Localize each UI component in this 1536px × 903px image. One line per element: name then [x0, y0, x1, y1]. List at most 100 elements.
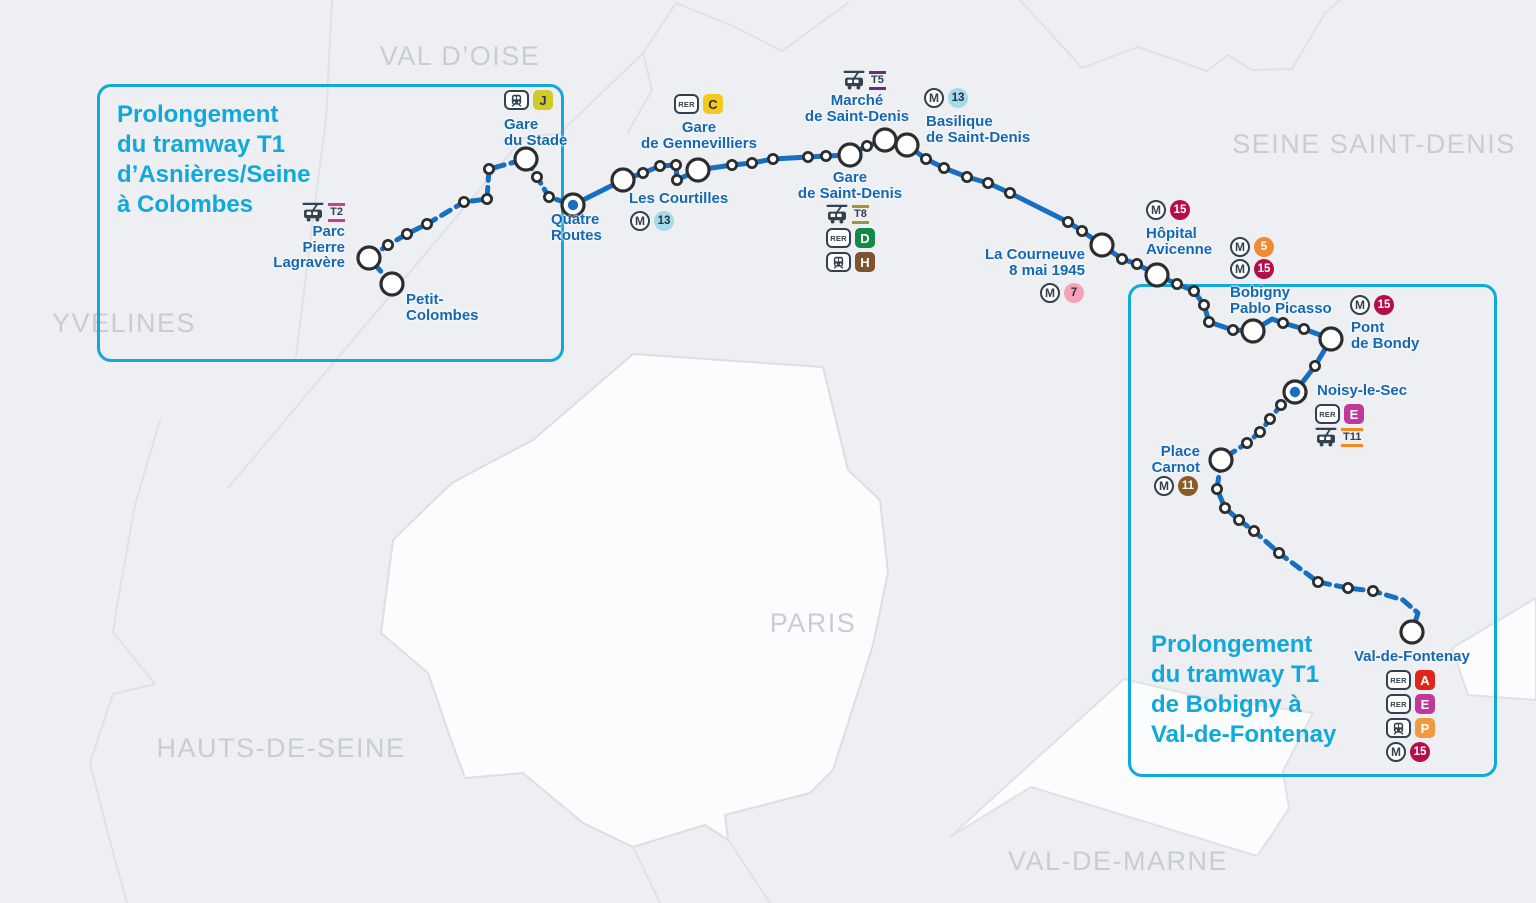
callout-east-line1: Prolongement: [1151, 631, 1313, 658]
label-line: Basilique: [926, 113, 993, 130]
station-label-pont-de-bondy: Pont de Bondy: [1351, 320, 1419, 351]
region-label-val-doise: VAL D’OISE: [379, 41, 541, 71]
callout-box-west: [97, 84, 564, 362]
region-label-seine-saint-denis: SEINE SAINT-DENIS: [1232, 129, 1516, 159]
terminus-dot-noisy-le-sec: [1289, 386, 1301, 398]
metro-7-badge: 7: [1064, 283, 1084, 303]
badges-gare-de-saint-denis: T8 RER D H: [826, 204, 875, 272]
callout-box-east: [1128, 284, 1497, 777]
metro-15-badge: 15: [1374, 295, 1394, 315]
metro-icon: M: [1230, 259, 1250, 279]
station-label-place-carnot: Place Carnot: [1152, 444, 1200, 475]
label-line: Colombes: [406, 306, 479, 324]
callout-east-line4: Val-de-Fontenay: [1151, 721, 1337, 748]
metro-icon: M: [1230, 237, 1250, 257]
badges-val-de-fontenay: RER A RER E P M 15: [1386, 670, 1435, 762]
station-marker-hopital-avicenne: [1144, 262, 1170, 288]
station-label-marche-de-saint-denis: Marché de Saint-Denis: [797, 93, 917, 124]
label-line: de Saint-Denis: [804, 107, 910, 125]
region-label-paris: PARIS: [769, 608, 857, 638]
station-marker-place-carnot: [1208, 447, 1234, 473]
label-line: Gare: [832, 169, 868, 186]
badges-gare-de-gennevilliers: RER C: [674, 94, 723, 114]
rer-a-badge: A: [1415, 670, 1435, 690]
region-label-val-de-marne: VAL-DE-MARNE: [1007, 846, 1229, 876]
major-stations: [356, 127, 1425, 645]
label-line: Avicenne: [1146, 240, 1213, 258]
badges-basilique-de-saint-denis: M 13: [924, 88, 968, 108]
train-icon: [504, 90, 529, 110]
metro-icon: M: [1386, 742, 1406, 762]
metro-15-badge: 15: [1254, 259, 1274, 279]
rer-d-badge: D: [855, 228, 875, 248]
station-marker-basilique-de-saint-denis: [894, 132, 920, 158]
tram-t2-badge: T2: [328, 202, 345, 222]
station-marker-parc-pierre-lagravere: [356, 245, 382, 271]
rer-icon: RER: [1386, 670, 1411, 690]
station-label-les-courtilles: Les Courtilles: [629, 191, 728, 207]
rer-e-badge: E: [1415, 694, 1435, 714]
rer-icon: RER: [1386, 694, 1411, 714]
label-line: Gare: [681, 119, 717, 136]
station-label-gare-de-saint-denis: Gare de Saint-Denis: [790, 170, 910, 201]
callout-east-line2: du tramway T1: [1151, 661, 1320, 688]
transilien-h-badge: H: [855, 252, 875, 272]
metro-icon: M: [630, 211, 650, 231]
terminus-dots: [567, 199, 1301, 398]
station-marker-pont-de-bondy: [1318, 326, 1344, 352]
tram-t11-badge: T11: [1341, 427, 1364, 447]
label-line: Pont: [1351, 319, 1385, 336]
callout-west-line2: du tramway T1: [117, 131, 286, 158]
label-line: Les Courtilles: [629, 190, 729, 207]
badges-parc-pierre-lagravere: T2: [302, 202, 345, 222]
label-line: du Stade: [504, 131, 568, 149]
station-marker-bobigny-pablo-picasso: [1240, 318, 1266, 344]
label-line: Quatre: [551, 211, 600, 228]
callout-west-line3: d’Asnières/Seine: [117, 161, 311, 188]
station-label-basilique-de-saint-denis: Basilique de Saint-Denis: [926, 114, 1030, 145]
label-line: de Bondy: [1351, 334, 1420, 352]
metro-icon: M: [1040, 283, 1060, 303]
metro-15-badge: 15: [1170, 200, 1190, 220]
metro-13-badge: 13: [948, 88, 968, 108]
station-marker-gare-du-stade: [513, 146, 539, 172]
station-marker-marche-de-saint-denis: [872, 127, 898, 153]
tram-icon: [826, 204, 848, 224]
label-line: Marché: [830, 92, 884, 109]
tram-icon: [843, 70, 865, 90]
tram-t5-badge: T5: [869, 70, 886, 90]
metro-icon: M: [1154, 476, 1174, 496]
badges-pont-de-bondy: M 15: [1350, 295, 1394, 315]
badges-hopital-avicenne: M 15: [1146, 200, 1190, 220]
station-marker-la-courneuve: [1089, 232, 1115, 258]
train-icon: [1386, 718, 1411, 738]
callout-west-line1: Prolongement: [117, 101, 279, 128]
station-label-gare-de-gennevilliers: Gare de Gennevilliers: [639, 120, 759, 151]
region-label-hauts-de-seine: HAUTS-DE-SEINE: [156, 733, 406, 763]
train-icon: [826, 252, 851, 272]
label-line: 8 mai 1945: [1009, 261, 1085, 279]
station-label-petit-colombes: Petit- Colombes: [406, 292, 479, 323]
metro-11-badge: 11: [1178, 476, 1198, 496]
rer-icon: RER: [1315, 404, 1340, 424]
badges-noisy-t11: T11: [1315, 427, 1364, 447]
callout-title-west: Prolongement du tramway T1 d’Asnières/Se…: [117, 100, 310, 220]
paris-shape: [380, 353, 889, 848]
station-marker-petit-colombes: [379, 271, 405, 297]
tram-icon: [1315, 427, 1337, 447]
tram-icon: [302, 202, 324, 222]
badges-marche-de-saint-denis: T5: [843, 70, 886, 90]
label-line: La Courneuve: [984, 246, 1085, 263]
metro-icon: M: [1146, 200, 1166, 220]
label-line: Carnot: [1151, 458, 1200, 476]
t1-existing-line: [570, 137, 1334, 395]
transilien-p-badge: P: [1415, 718, 1435, 738]
terminus-dot-quatre-routes: [567, 199, 579, 211]
transilien-j-badge: J: [533, 90, 553, 110]
station-label-parc-pierre-lagravere: Parc Pierre Lagravère: [273, 224, 345, 271]
metro-icon: M: [1350, 295, 1370, 315]
callout-east-line3: de Bobigny à: [1151, 691, 1302, 718]
